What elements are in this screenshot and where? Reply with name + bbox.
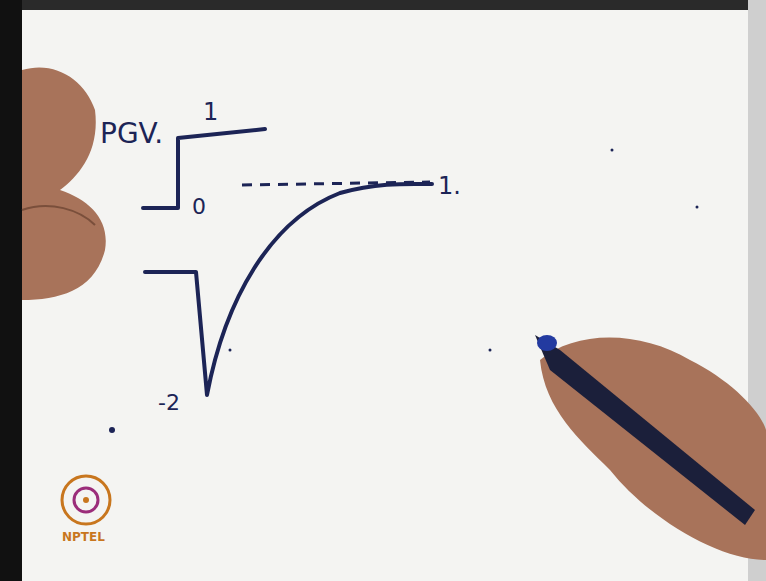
logo-ring bbox=[62, 476, 110, 524]
hand bbox=[22, 67, 106, 300]
signal-name: PGV. bbox=[100, 120, 163, 148]
marker-tip bbox=[537, 335, 557, 351]
axis-value: 1 bbox=[203, 100, 218, 124]
dot bbox=[489, 349, 492, 352]
axis-value: -2 bbox=[158, 392, 180, 414]
dot bbox=[109, 427, 115, 433]
marker bbox=[535, 335, 755, 525]
logo-center bbox=[83, 497, 89, 503]
dot bbox=[611, 149, 614, 152]
left-edge bbox=[0, 0, 22, 581]
logo-ring bbox=[74, 488, 98, 512]
watermark: NPTEL bbox=[62, 531, 105, 543]
response-curve bbox=[145, 184, 432, 395]
dot bbox=[229, 349, 232, 352]
top-edge bbox=[0, 0, 766, 10]
axis-value: 0 bbox=[192, 196, 206, 218]
axis-value: 1. bbox=[438, 174, 461, 198]
hand-crease bbox=[22, 206, 95, 225]
dot bbox=[696, 206, 699, 209]
